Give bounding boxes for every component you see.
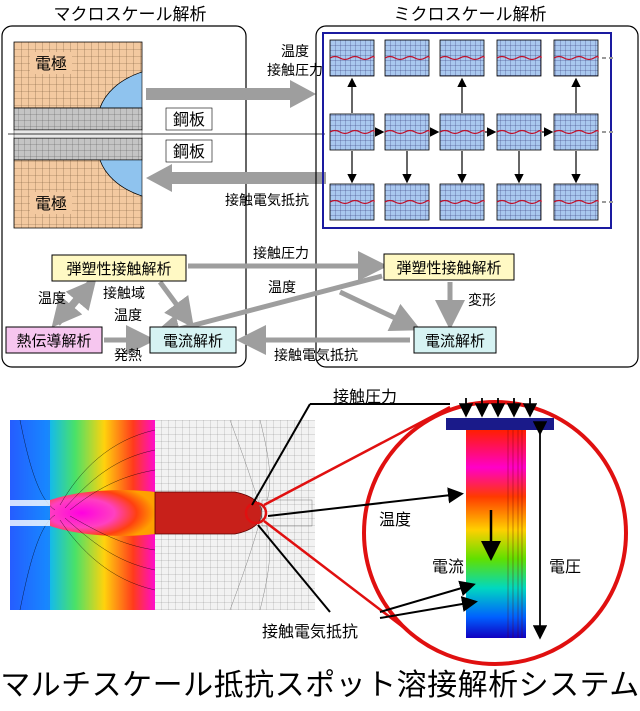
svg-text:弾塑性接触解析: 弾塑性接触解析 (66, 260, 171, 278)
micro-cell (329, 183, 375, 221)
svg-text:電流解析: 電流解析 (163, 332, 223, 350)
steel-plate-top (13, 107, 143, 131)
macro-mesh (8, 41, 325, 229)
flow-label-heat-generation: 発熱 (114, 348, 142, 364)
zoom-detail-content (446, 398, 554, 640)
flow-box-heat-conduction: 熱伝導解析 (5, 326, 103, 354)
electrode-bottom-label: 電極 (35, 194, 67, 213)
micro-cell (384, 39, 430, 77)
micro-panel (315, 25, 639, 368)
micro-cell (553, 183, 599, 221)
macro-heading: マクロスケール解析 (54, 5, 207, 25)
micro-cell (496, 183, 542, 221)
flow-label-deformation: 変形 (468, 292, 496, 309)
steel-top-label: 鋼板 (173, 110, 205, 129)
transfer-pressure-label: 接触圧力 (267, 62, 323, 79)
system-title: マルチスケール抵抗スポット溶接解析システム (0, 668, 640, 703)
micro-cell (439, 113, 485, 151)
top-plate (446, 418, 554, 430)
micro-heading: ミクロスケール解析 (394, 5, 547, 25)
steel-bottom-label-bg (165, 139, 213, 163)
svg-text:弾塑性接触解析: 弾塑性接触解析 (396, 259, 501, 277)
electrode-top-gap (99, 71, 143, 109)
sim-label-contact-resistance: 接触電気抵抗 (262, 622, 358, 641)
potential-bar (466, 430, 526, 638)
electrode-top-label: 電極 (35, 54, 67, 73)
micro-cell (439, 183, 485, 221)
zoom-line-top (263, 405, 451, 507)
macro-panel (1, 25, 247, 368)
callout-lines (251, 403, 478, 619)
zoom-source-circle (244, 501, 268, 525)
simulation-contour-plot (10, 419, 156, 611)
flow-label-temperature-left: 温度 (38, 291, 66, 307)
steel-bottom-label: 鋼板 (173, 142, 205, 161)
svg-text:熱伝導解析: 熱伝導解析 (16, 332, 91, 350)
flow-label-contact-area: 接触域 (103, 285, 145, 302)
steel-top-label-bg (165, 107, 213, 131)
flow-label-temperature-mid: 温度 (114, 308, 142, 324)
svg-text:電流解析: 電流解析 (425, 332, 485, 350)
micro-cell (496, 39, 542, 77)
micro-cell (496, 113, 542, 151)
electrode-bottom-label-bg (30, 192, 72, 214)
sim-label-voltage: 電圧 (549, 557, 581, 576)
flow-label-contact-resistance: 接触電気抵抗 (274, 347, 358, 364)
flow-box-macro-current: 電流解析 (149, 326, 237, 354)
sim-label-contact-pressure: 接触圧力 (333, 387, 397, 406)
micro-cell (553, 39, 599, 77)
flow-label-contact-pressure: 接触圧力 (253, 245, 309, 262)
sim-label-current: 電流 (432, 557, 464, 576)
micro-cell (553, 113, 599, 151)
micro-cell (329, 113, 375, 151)
flow-label-temperature-diag: 温度 (268, 280, 296, 296)
micro-cell (329, 39, 375, 77)
micro-cell (439, 39, 485, 77)
micro-cell-grid (329, 39, 616, 221)
flow-arrows (51, 251, 465, 355)
sim-label-temperature: 温度 (379, 510, 411, 529)
electrode-top-label-bg (30, 52, 72, 74)
micro-frame (322, 32, 612, 229)
transfer-temperature-label: 温度 (281, 44, 309, 60)
micro-to-macro-arrow (146, 164, 326, 192)
flow-box-micro-elastoplastic: 弾塑性接触解析 (383, 253, 515, 281)
flow-box-macro-elastoplastic: 弾塑性接触解析 (51, 254, 187, 282)
pressure-arrows (458, 398, 538, 418)
steel-plate-bottom (13, 137, 143, 161)
macro-to-micro-arrow (146, 80, 316, 108)
micro-cell (384, 183, 430, 221)
zoom-line-bottom (263, 520, 421, 641)
transfer-resistance-label: 接触電気抵抗 (225, 192, 309, 209)
micro-cell (384, 113, 430, 151)
flow-box-micro-current: 電流解析 (413, 326, 497, 354)
simulation-mesh-plot (154, 419, 315, 611)
electrode-bottom-gap (99, 159, 143, 197)
